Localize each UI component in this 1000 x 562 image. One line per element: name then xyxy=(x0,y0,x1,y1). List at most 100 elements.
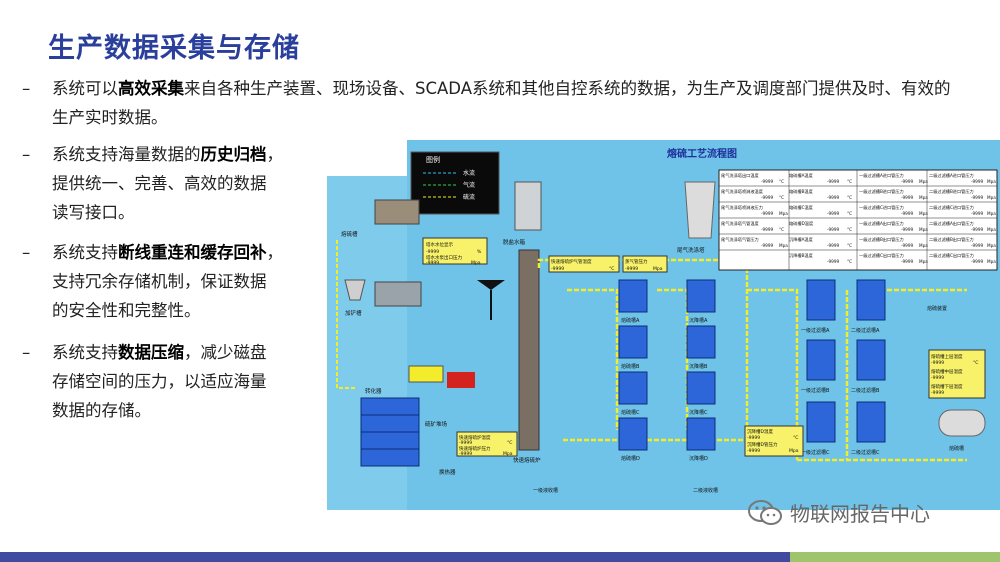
svg-text:-9999: -9999 xyxy=(426,249,439,255)
svg-text:°C: °C xyxy=(793,435,798,441)
svg-text:°C: °C xyxy=(609,266,614,272)
svg-text:%: % xyxy=(477,249,482,255)
table-cell: 沉降槽A温度 xyxy=(789,236,814,243)
svg-text:-9999: -9999 xyxy=(551,266,564,272)
table-cell: Mpa xyxy=(919,195,928,200)
bullet-text: 系统支持 xyxy=(52,243,118,262)
table-cell: 一级过滤槽A进口管压力 xyxy=(859,172,904,179)
bottom-bar-left xyxy=(0,552,790,562)
table-cell: Mpa xyxy=(779,211,788,216)
unit-label: 沉降槽C xyxy=(689,409,708,416)
unit-label: 熔硫槽B xyxy=(621,363,640,370)
table-cell: 二级过滤槽C出口管压力 xyxy=(929,252,974,259)
bullet-text: ，减少磁盘 xyxy=(184,343,267,362)
table-cell: 一级过滤槽A出口管压力 xyxy=(859,220,904,227)
svg-text:°C: °C xyxy=(507,440,512,446)
table-cell: °C xyxy=(779,195,784,200)
bullet-text: 来自各种生产装置、现场设备、SCADA系统和其他自控系统的数据，为生产及调度部门… xyxy=(184,79,951,98)
table-cell: °C xyxy=(847,195,852,200)
legend-title: 图例 xyxy=(426,155,440,164)
bottom-bar xyxy=(0,552,1000,562)
table-cell: -9999 xyxy=(827,227,840,232)
bullet-text: 生产实时数据。 xyxy=(52,108,168,127)
unit-label: 一级过滤槽C xyxy=(801,449,830,456)
table-cell: 尾气洗涤塔出口温度 xyxy=(721,172,760,179)
ore-area: 硫矿堆场 xyxy=(408,280,505,428)
table-cell: -9999 xyxy=(761,211,774,216)
table-cell: -9999 xyxy=(971,243,984,248)
table-cell: 二级过滤槽A进口管压力 xyxy=(929,172,974,179)
unit-label: 二级过滤槽A xyxy=(851,327,880,334)
bullet-text: 读写接口。 xyxy=(52,203,135,222)
svg-text:蒸气管压力: 蒸气管压力 xyxy=(625,258,648,265)
unit-label: 脱盐水箱 xyxy=(503,238,526,246)
svg-text:-9999: -9999 xyxy=(426,260,439,266)
unit-label: 一级过滤槽A xyxy=(801,327,830,334)
table-cell: Mpa xyxy=(987,211,996,216)
bullet-dash: – xyxy=(22,243,31,262)
svg-text:Mpa: Mpa xyxy=(503,451,513,457)
legend-item: 水流 xyxy=(463,169,475,177)
svg-text:Mpa: Mpa xyxy=(789,448,799,454)
bullet-bold-text: 断线重连和缓存回补 xyxy=(118,243,267,262)
table-cell: Mpa xyxy=(919,227,928,232)
readout-furnace: 快速熔硫炉温度 -9999 °C 快速熔硫炉压力 -9999 Mpa xyxy=(456,431,518,457)
table-cell: 熔硫槽B温度 xyxy=(789,188,814,195)
stack-unit: 尾气洗涤塔 xyxy=(677,181,716,254)
unit-label: 沉降槽D xyxy=(689,455,708,462)
table-cell: Mpa xyxy=(987,179,996,184)
bullet-text: 的安全性和完整性。 xyxy=(52,301,201,320)
table-cell: -9999 xyxy=(827,211,840,216)
unit-label: 熔硫槽A xyxy=(621,317,640,324)
tower-unit: 脱盐水箱 快速熔硫炉 xyxy=(503,181,542,464)
readout-water: 塔水水位显示 -9999 % 塔水水泵出口压力 -9999 Mpa xyxy=(422,237,488,266)
left-equipment: 熔硫槽 加铲槽 转化器 换热器 xyxy=(336,199,456,476)
unit-label: 沉降槽A xyxy=(689,317,708,324)
svg-text:-9999: -9999 xyxy=(931,360,944,366)
table-cell: -9999 xyxy=(901,211,914,216)
table-cell: Mpa xyxy=(987,195,996,200)
table-cell: 二级过滤槽A出口管压力 xyxy=(929,220,974,227)
table-cell: 一级过滤槽C出口管压力 xyxy=(859,252,904,259)
wechat-icon xyxy=(748,499,782,525)
svg-text:Mpa: Mpa xyxy=(471,260,481,266)
table-cell: -9999 xyxy=(901,243,914,248)
bullet-bold-text: 历史归档 xyxy=(200,145,267,164)
svg-text:-9999: -9999 xyxy=(459,440,472,446)
svg-text:熔硫槽中层温度: 熔硫槽中层温度 xyxy=(931,368,963,375)
svg-text:Mpa: Mpa xyxy=(653,266,663,272)
table-cell: 尾气洗涤塔气管压力 xyxy=(721,236,759,243)
bullet-text: ， xyxy=(266,243,284,262)
table-cell: Mpa xyxy=(987,227,996,232)
table-cell: 一级过滤槽C进口管压力 xyxy=(859,204,904,211)
svg-text:塔水水位显示: 塔水水位显示 xyxy=(426,241,453,248)
slide-title: 生产数据采集与存储 xyxy=(48,33,300,64)
table-cell: °C xyxy=(847,259,852,264)
table-cell: °C xyxy=(779,179,784,184)
bullet-text: ， xyxy=(266,145,284,164)
table-cell: -9999 xyxy=(901,195,914,200)
table-cell: 一级过滤槽B出口管压力 xyxy=(859,236,904,243)
table-cell: -9999 xyxy=(971,195,984,200)
footer-brand-text: 物联网报告中心 xyxy=(790,502,930,526)
unit-label: 二级过滤槽C xyxy=(851,449,880,456)
table-cell: Mpa xyxy=(919,259,928,264)
svg-text:快速熔硫炉压力: 快速熔硫炉压力 xyxy=(459,445,491,452)
table-cell: Mpa xyxy=(987,243,996,248)
bullet-text: 系统支持 xyxy=(52,343,118,362)
bullet-bold-text: 数据压缩 xyxy=(118,343,184,362)
table-cell: °C xyxy=(847,227,852,232)
bullet-dash: – xyxy=(22,343,31,362)
svg-text:-9999: -9999 xyxy=(747,435,760,441)
table-cell: 尾气洗涤塔气管温度 xyxy=(721,220,760,227)
unit-label: 转化器 xyxy=(365,387,382,395)
table-cell: -9999 xyxy=(971,211,984,216)
unit-label: 熔硫槽 xyxy=(341,230,358,238)
table-cell: -9999 xyxy=(761,243,774,248)
scada-screenshot: 图例 水流 气流 硫流 熔硫工艺流程图 熔硫槽 加铲槽 转化器 换热器 脱盐水箱… xyxy=(327,140,1000,510)
unit-label: 熔硫槽D xyxy=(621,455,640,462)
table-cell: -9999 xyxy=(827,259,840,264)
table-cell: 熔硫槽A温度 xyxy=(789,172,814,179)
bullet-dash: – xyxy=(22,145,31,164)
table-cell: -9999 xyxy=(827,243,840,248)
